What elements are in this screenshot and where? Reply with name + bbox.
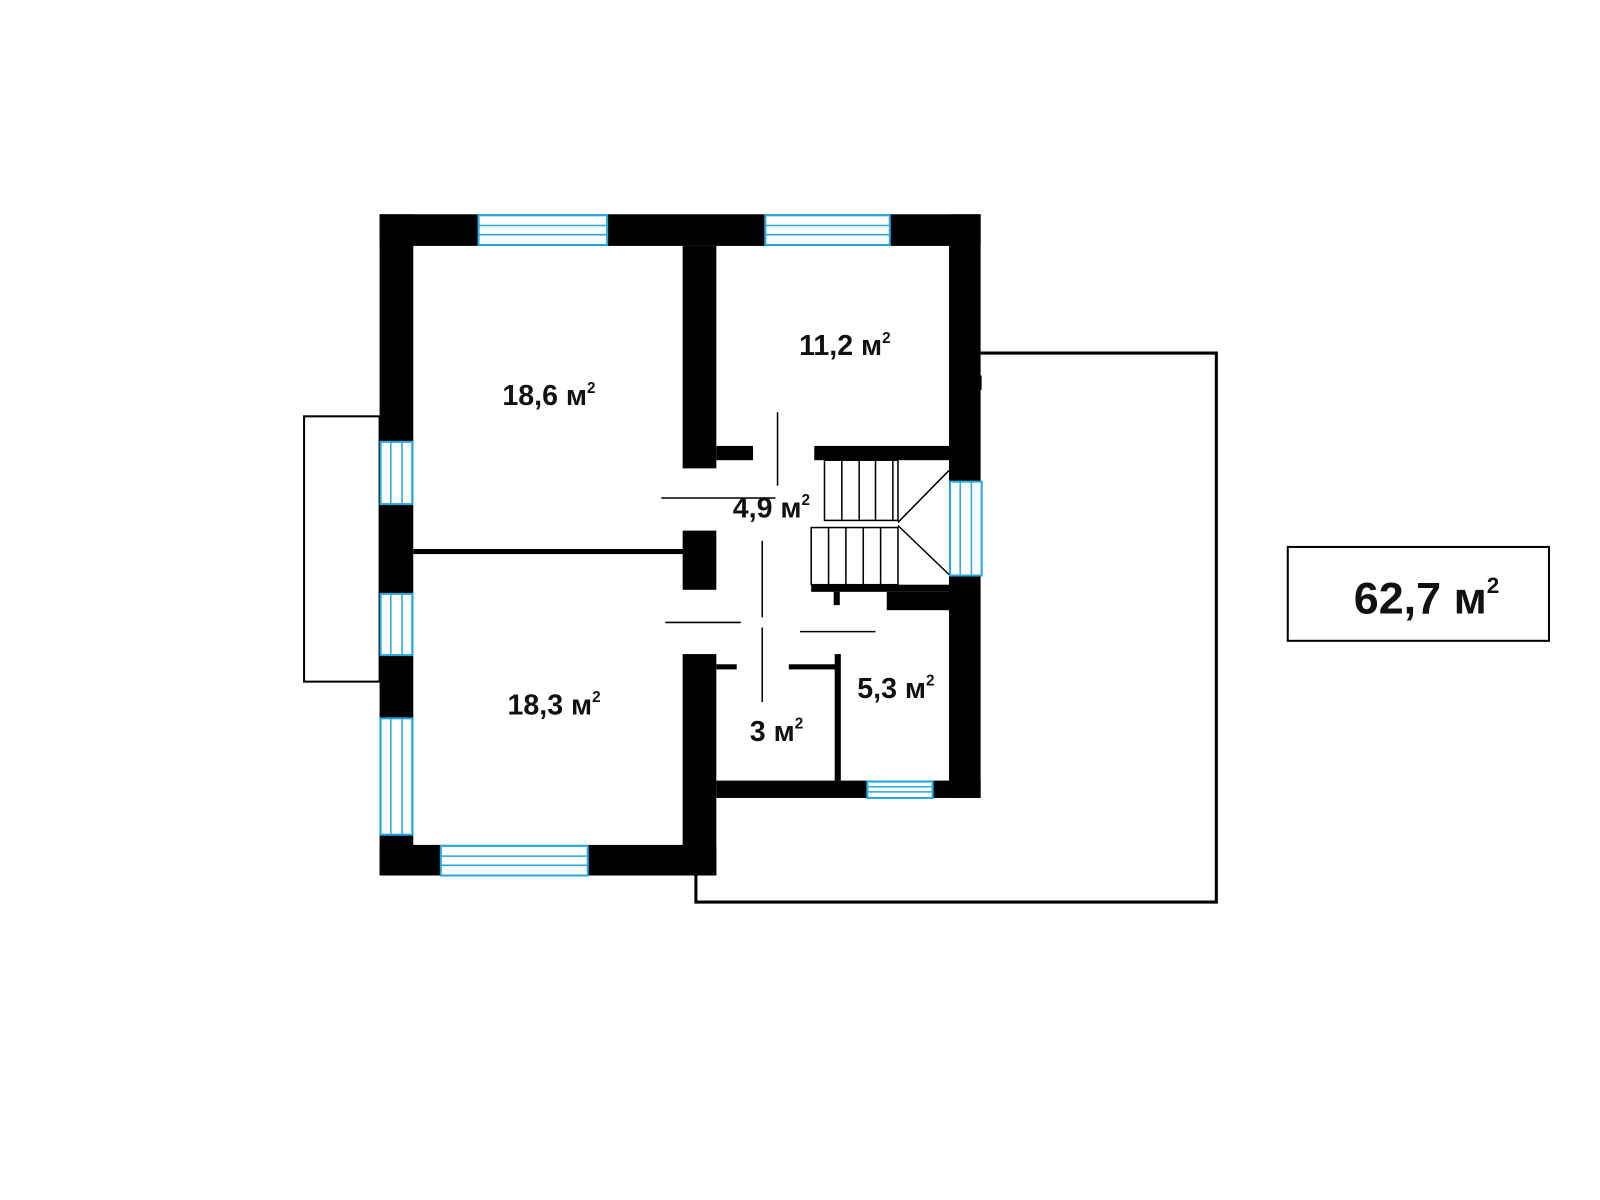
window-top-right [764,214,891,246]
balcony-outline [303,415,381,683]
room-area-label: 5,3 м2 [857,673,934,705]
total-area-box: 62,7 м2 [1286,545,1551,642]
window-stair [948,480,983,577]
door-lines [661,412,876,703]
terrace-outline [694,351,1218,904]
walls [379,214,982,876]
window-left-3 [379,717,414,836]
staircase [810,459,950,586]
window-bottom [439,844,589,877]
room-area-label: 3 м2 [750,716,803,748]
window-left-1 [379,440,414,506]
total-area-label: 62,7 м2 [1354,572,1500,623]
window-left-2 [379,592,414,657]
room-area-label: 4,9 м2 [733,492,810,524]
window-small-bottom [866,780,934,799]
room-area-label: 18,6 м2 [502,380,595,412]
room-area-label: 11,2 м2 [799,330,891,362]
window-top-left [477,214,609,246]
room-area-label: 18,3 м2 [507,689,600,721]
